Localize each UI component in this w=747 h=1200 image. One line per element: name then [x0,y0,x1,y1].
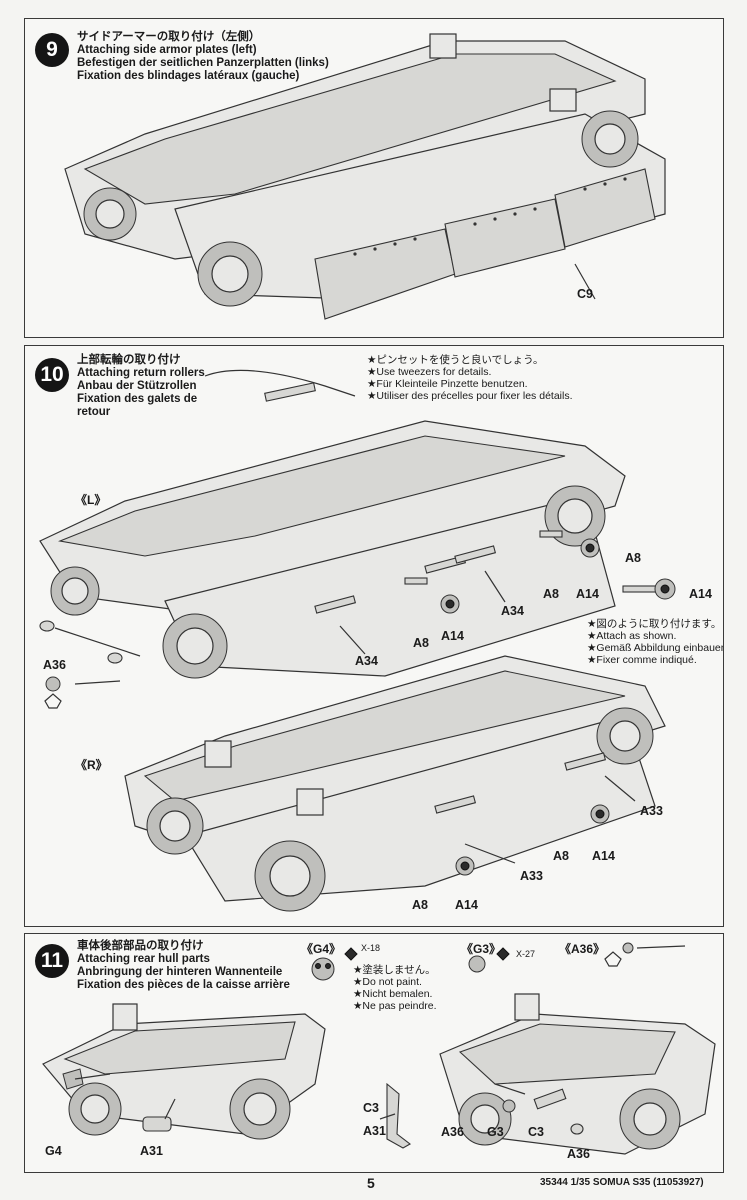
note-fr: ★Fixer comme indiqué. [587,654,697,666]
step-number: 10 [35,358,69,392]
step-number: 9 [35,33,69,67]
title-jp: 車体後部部品の取り付け [77,940,204,952]
note-en: ★Use tweezers for details. [367,366,492,378]
page-number: 5 [367,1175,375,1191]
label-a14-r1: A14 [455,898,478,912]
label-a36: A36 [43,658,66,672]
title-jp: 上部転輪の取り付け [77,354,181,366]
no-paint-note: ★塗装しません。 ★Do not paint. ★Nicht bemalen. … [353,964,437,1012]
label-a14-r2: A14 [592,849,615,863]
step-title: 車体後部部品の取り付け Attaching rear hull parts An… [77,940,290,992]
label-g3: G3 [487,1125,504,1139]
note-de: ★Nicht bemalen. [353,988,433,1000]
attach-note: ★図のように取り付けます。 ★Attach as shown. ★Gemäß A… [587,618,724,666]
label-c3-right: C3 [528,1125,544,1139]
note-fr: ★Utiliser des précelles pour fixer les d… [367,390,573,402]
title-en: Attaching side armor plates (left) [77,44,257,56]
hull-side-armor-illustration [64,33,666,320]
note-jp: ★図のように取り付けます。 [587,618,722,630]
label-c9: C9 [577,287,593,301]
note-en: ★Attach as shown. [587,630,677,642]
title-fr: Fixation des pièces de la caisse arrière [77,979,290,991]
label-a14-l1: A14 [441,629,464,643]
paint-x18: X-18 [361,943,381,953]
step-9-panel: 9 サイドアーマーの取り付け（左側） Attaching side armor … [24,18,724,338]
step-title: 上部転輪の取り付け Attaching return rollers Anbau… [77,354,205,419]
label-c3-mid: C3 [363,1101,379,1115]
note-fr: ★Ne pas peindre. [353,1000,437,1012]
label-a14-l2: A14 [576,587,599,601]
view-left-tag: 《L》 [75,493,107,507]
title-fr-2: retour [77,406,111,418]
tweezers-note: ★ピンセットを使うと良いでしょう。 ★Use tweezers for deta… [367,354,573,402]
product-code: 35344 1/35 SOMUA S35 (11053927) [540,1177,704,1188]
step-10-panel: 10 上部転輪の取り付け Attaching return rollers An… [24,345,724,927]
label-a33-r1: A33 [520,869,543,883]
g4-tag: 《G4》 [301,942,342,956]
note-jp: ★塗装しません。 [353,964,436,976]
label-a8-r1: A8 [412,898,428,912]
note-de: ★Gemäß Abbildung einbauen. [587,642,724,654]
g3-tag: 《G3》 [461,942,502,956]
title-de: Anbau der Stützrollen [77,380,197,392]
step-11-panel: 11 車体後部部品の取り付け Attaching rear hull parts… [24,933,724,1173]
label-a14-detail: A14 [689,587,712,601]
label-a34-l1: A34 [355,654,378,668]
hull-return-rollers-illustration [39,369,676,912]
label-a33-r2: A33 [640,804,663,818]
label-a8-l2: A8 [543,587,559,601]
label-a34-l2: A34 [501,604,524,618]
title-fr-1: Fixation des galets de [77,393,198,405]
note-en: ★Do not paint. [353,976,422,988]
note-jp: ★ピンセットを使うと良いでしょう。 [367,354,544,366]
title-fr: Fixation des blindages latéraux (gauche) [77,70,300,82]
title-de: Anbringung der hinteren Wannenteile [77,966,283,978]
title-de: Befestigen der seitlichen Panzerplatten … [77,57,329,69]
label-a31-left: A31 [140,1144,163,1158]
hull-rear-parts-illustration [42,942,716,1155]
label-a31-mid: A31 [363,1124,386,1138]
paint-x27: X-27 [516,949,536,959]
note-de: ★Für Kleinteile Pinzette benutzen. [367,378,528,390]
label-a36-right: A36 [441,1125,464,1139]
a36-tag: 《A36》 [559,942,606,956]
step-number: 11 [35,944,69,978]
title-jp: サイドアーマーの取り付け（左側） [77,31,261,43]
label-a8-r2: A8 [553,849,569,863]
label-a8-detail: A8 [625,551,641,565]
label-a8-l1: A8 [413,636,429,650]
label-a36-bottom: A36 [567,1147,590,1161]
label-g4: G4 [45,1144,62,1158]
step-title: サイドアーマーの取り付け（左側） Attaching side armor pl… [77,31,329,83]
title-en: Attaching return rollers [77,367,205,379]
title-en: Attaching rear hull parts [77,953,210,965]
view-right-tag: 《R》 [75,758,108,772]
